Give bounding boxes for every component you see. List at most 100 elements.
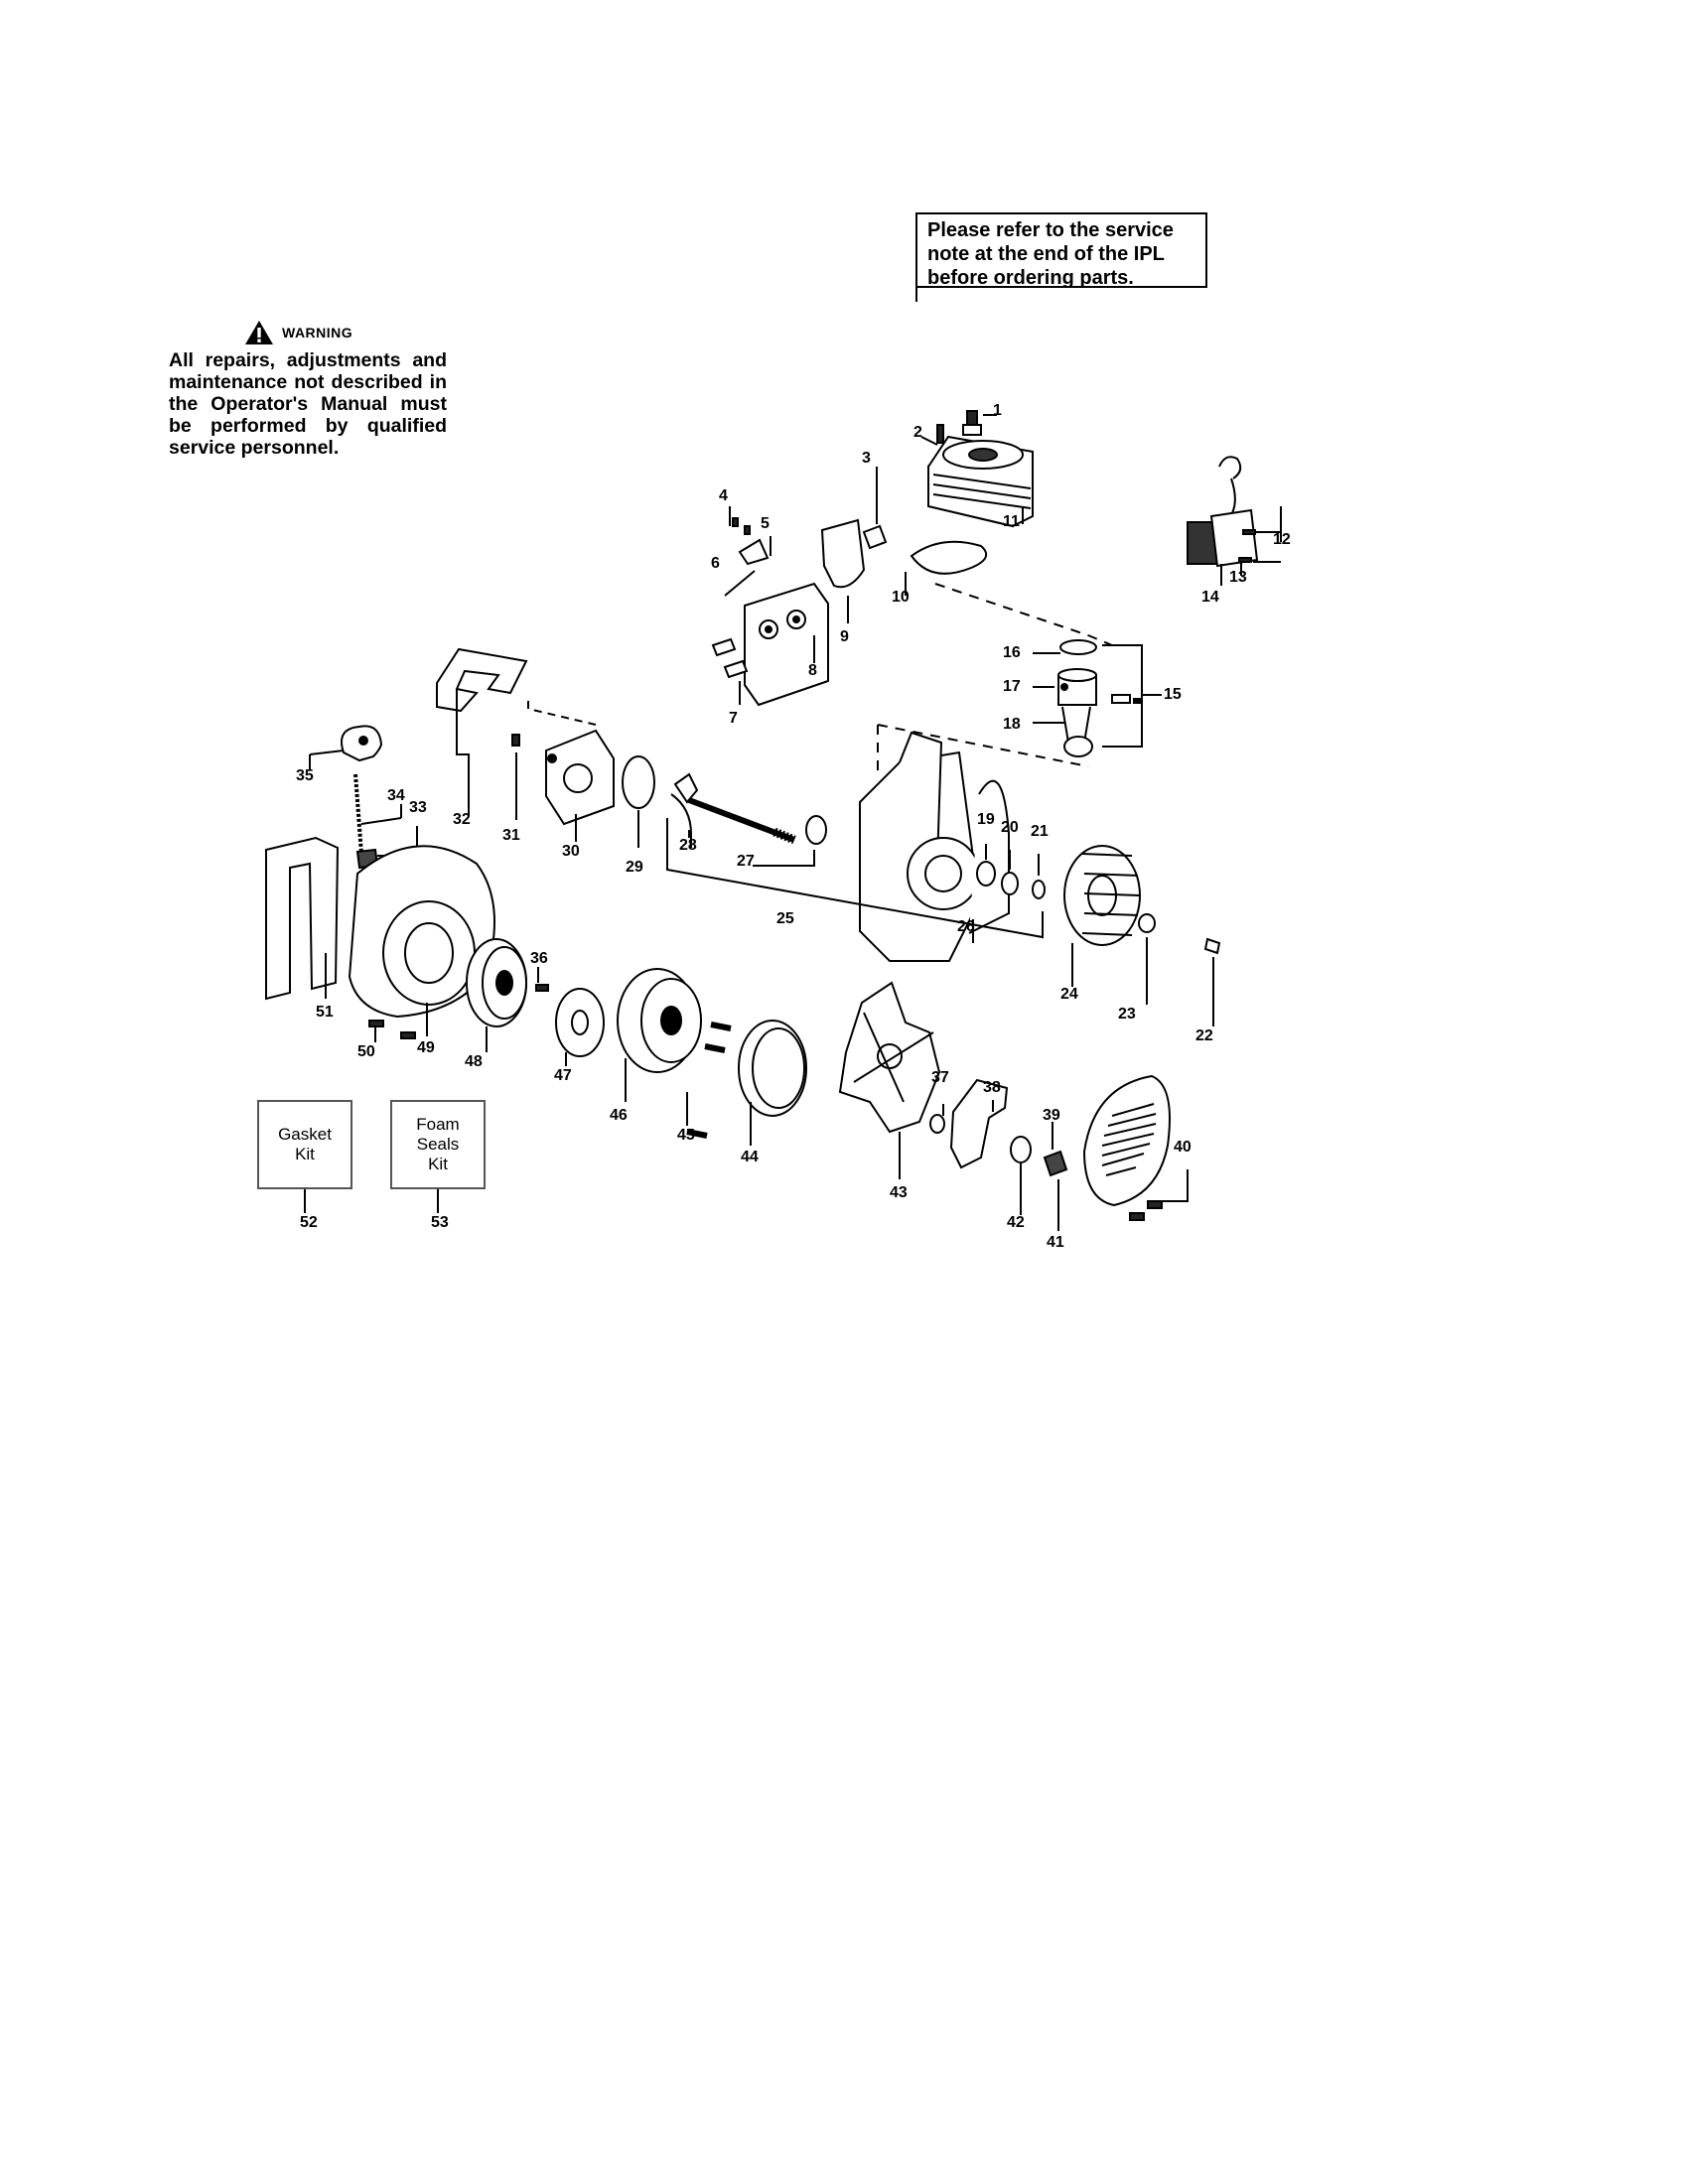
part-number-24: 24 [1060,986,1078,1003]
part-number-14: 14 [1201,589,1219,606]
part-number-2: 2 [913,424,922,441]
part-number-26: 26 [957,918,975,935]
part-number-5: 5 [761,515,770,532]
service-note-line-2: note at the end of the IPL [927,243,1165,265]
part-number-11: 11 [1003,513,1020,530]
part-bearing-20 [1001,872,1019,895]
warning-title: WARNING [282,325,353,341]
part-heat-shield [820,518,866,589]
part-number-19: 19 [977,811,995,828]
part-number-13: 13 [1229,569,1247,586]
part-bolts-45 [686,1022,732,1139]
part-fan-housing [348,845,495,1036]
part-number-1: 1 [993,402,1002,419]
part-number-41: 41 [1047,1234,1064,1251]
service-note-box: Please refer to the service note at the … [915,212,1207,289]
part-flywheel [1063,845,1141,987]
part-washer-37 [929,1114,945,1134]
part-rope-34 [353,773,363,855]
part-number-38: 38 [983,1079,1001,1096]
part-number-7: 7 [729,710,738,727]
part-gasket-10 [910,540,988,575]
part-washer-23 [1138,913,1156,933]
part-number-33: 33 [409,799,427,816]
part-gasket-32 [436,647,528,713]
part-seal-19 [976,861,996,887]
part-number-6: 6 [711,555,720,572]
part-number-27: 27 [737,853,755,870]
part-number-12: 12 [1273,531,1291,548]
part-number-20: 20 [1001,819,1019,836]
gasket-kit-number: 52 [300,1214,318,1231]
part-starter-handle [309,725,383,770]
part-number-35: 35 [296,767,314,784]
part-number-50: 50 [357,1043,375,1060]
part-clip-3 [862,524,888,550]
part-number-17: 17 [1003,678,1021,695]
part-number-16: 16 [1003,644,1021,661]
part-washer-42 [1010,1136,1032,1163]
part-number-46: 46 [610,1107,628,1124]
part-number-15: 15 [1164,686,1182,703]
part-screw-2 [920,424,944,446]
part-number-30: 30 [562,843,580,860]
part-number-25: 25 [776,910,794,927]
part-screws-4-5-6 [724,506,772,597]
part-number-10: 10 [892,589,910,606]
part-number-23: 23 [1118,1006,1136,1023]
foam-kit-line-2: Seals [416,1135,460,1154]
part-handle-51 [265,836,340,1001]
part-cylinder [927,435,1034,528]
part-impeller [838,981,941,1179]
part-ignition-module [1187,456,1282,586]
part-number-49: 49 [417,1039,435,1056]
part-screws-50 [368,1020,416,1042]
part-nut-41 [1043,1150,1068,1177]
part-number-28: 28 [679,837,697,854]
part-number-32: 32 [453,811,471,828]
part-spark-plug [962,410,997,436]
part-number-34: 34 [387,787,405,804]
part-carburetor [545,729,615,842]
part-screw-36 [535,984,549,992]
part-number-4: 4 [719,487,728,504]
warning-triangle-icon [245,321,273,344]
part-crankshaft [670,772,827,867]
foam-kit-number: 53 [431,1214,449,1231]
part-gasket-29 [622,755,655,809]
part-bolts-7 [711,637,749,705]
part-screw-31 [511,734,520,747]
part-screws-40 [1129,1169,1189,1221]
gasket-kit-line-1: Gasket [278,1125,332,1144]
part-piston-assembly [1033,639,1162,757]
part-number-48: 48 [465,1053,483,1070]
foam-seals-kit-box: Foam Seals Kit [390,1100,486,1189]
service-note-tick [915,288,917,302]
part-ring-21 [1032,880,1046,899]
part-number-3: 3 [862,450,871,467]
part-number-31: 31 [502,827,520,844]
part-number-18: 18 [1003,716,1021,733]
part-key-22 [1203,937,1221,955]
part-number-51: 51 [316,1004,334,1021]
part-number-39: 39 [1043,1107,1060,1124]
foam-kit-line-3: Kit [428,1155,448,1173]
part-number-29: 29 [626,859,643,876]
warning-heading: WARNING [244,320,352,345]
part-starter-assembly [617,968,702,1102]
service-note-line-1: Please refer to the service [927,219,1174,241]
part-fan-cover [1082,1074,1171,1207]
part-number-37: 37 [931,1069,949,1086]
part-number-40: 40 [1174,1139,1192,1156]
part-number-9: 9 [840,628,849,645]
part-muffler [744,582,829,707]
part-number-45: 45 [677,1127,695,1144]
part-number-36: 36 [530,950,548,967]
warning-text: All repairs, adjustments and maintenance… [169,349,447,459]
part-pulley [466,938,527,1052]
foam-kit-line-1: Foam [416,1115,460,1134]
part-number-43: 43 [890,1184,908,1201]
part-number-42: 42 [1007,1214,1025,1231]
part-number-22: 22 [1195,1027,1213,1044]
